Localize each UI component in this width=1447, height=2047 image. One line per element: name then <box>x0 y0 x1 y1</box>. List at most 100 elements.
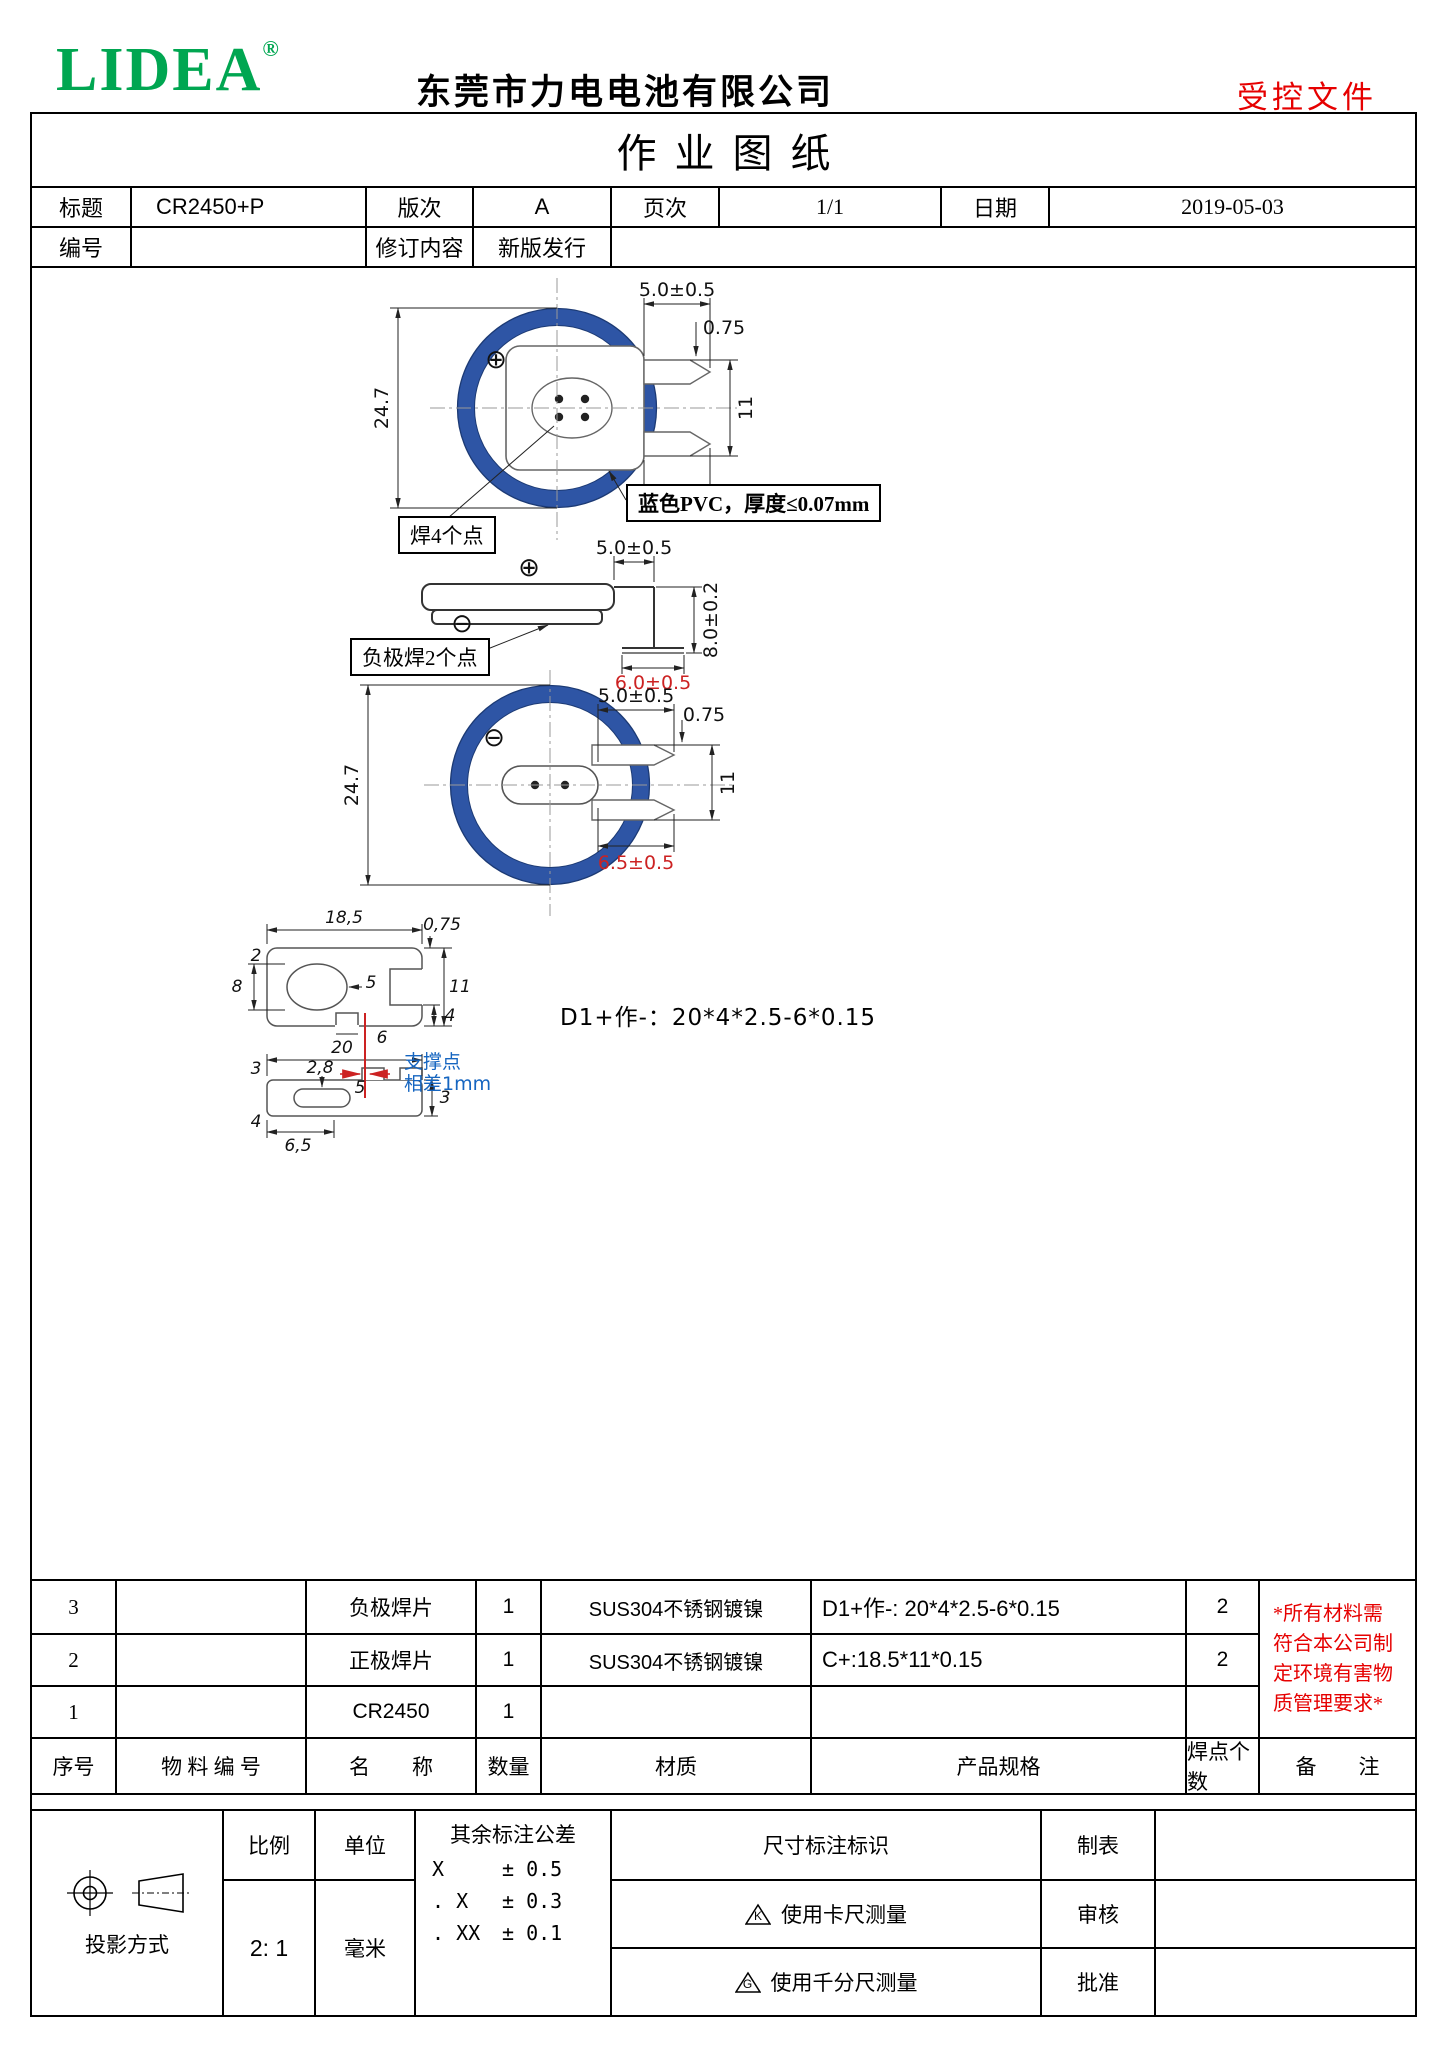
drawing-area: ⊕ 24.7 5.0±0.5 0.75 11 6.5±0.5 焊4个点 蓝色PV… <box>32 268 1415 1579</box>
support-note-line2: 相差1mm <box>404 1073 492 1095</box>
value-revision: 新版发行 <box>472 228 610 266</box>
label-number: 编号 <box>58 236 103 261</box>
bill-of-materials: 3 负极焊片 1 SUS304不锈钢镀镍 D1+作-: 20*4*2.5-6*0… <box>32 1579 1415 1795</box>
label-date: 日期 <box>940 188 1048 226</box>
bom-row1-qty: 1 <box>475 1685 540 1737</box>
tolerance-cell: 其余标注公差 X ± 0.5 . X ± 0.3 . XX ± 0.1 <box>414 1811 610 2015</box>
bom-header-no: 序号 <box>32 1737 115 1793</box>
tab-dim-4-top: 4 <box>444 1006 456 1026</box>
bom-header-code: 物 料 编 号 <box>115 1737 305 1793</box>
projection-cell: 投影方式 <box>32 1811 222 2015</box>
bom-row3-qty: 1 <box>475 1581 540 1633</box>
bom-row1-spec <box>810 1685 1185 1737</box>
tab-dim-6: 6 <box>376 1028 388 1048</box>
value-title: CR2450+P <box>130 188 365 226</box>
bom-row2-name: 正极焊片 <box>305 1633 475 1685</box>
caliper-mark-row: K 使用卡尺测量 <box>744 1899 907 1929</box>
dim-mark-caliper-cell: K 使用卡尺测量 <box>610 1879 1040 1947</box>
tab-dim-20: 20 <box>331 1038 353 1058</box>
tolerance-sym-x1: . X <box>432 1889 469 1913</box>
tab-dim-11: 11 <box>449 977 471 997</box>
bottom-view-dim-span: 11 <box>717 770 739 796</box>
bom-row1-welds <box>1185 1685 1258 1737</box>
title-info-row: 标题 CR2450+P 版次 A 页次 1/1 日期 2019-05-03 <box>32 188 1415 228</box>
bom-row2-material: SUS304不锈钢镀镍 <box>540 1633 810 1685</box>
tab-dim-6-5: 6,5 <box>284 1136 312 1156</box>
bom-row2-qty: 1 <box>475 1633 540 1685</box>
caliper-mark-label: 使用卡尺测量 <box>781 1903 907 1927</box>
bom-row3-spec: D1+作-: 20*4*2.5-6*0.15 <box>810 1581 1185 1633</box>
top-view-positive-icon: ⊕ <box>485 345 507 375</box>
tab-dim-5-top: 5 <box>365 973 377 993</box>
bom-row1-material <box>540 1685 810 1737</box>
bom-header-name: 名 称 <box>305 1737 475 1793</box>
unit-label: 单位 <box>314 1811 414 1879</box>
side-view-dim-height: 8.0±0.2 <box>700 581 722 659</box>
registered-mark-icon: ® <box>262 36 281 61</box>
dim-mark-micrometer-cell: G 使用千分尺测量 <box>610 1947 1040 2015</box>
label-revision: 修订内容 <box>365 228 472 266</box>
bom-row1-code <box>115 1685 305 1737</box>
bom-row3-name: 负极焊片 <box>305 1581 475 1633</box>
label-title: 标题 <box>58 196 103 221</box>
maker-label: 制表 <box>1040 1811 1154 1879</box>
value-version: A <box>472 188 610 226</box>
value-page: 1/1 <box>718 188 940 226</box>
bom-note: *所有材料需符合本公司制定环境有害物质管理要求* <box>1258 1581 1415 1737</box>
weld-four-points-text: 焊4个点 <box>410 524 484 548</box>
document-header: LIDEA® 东莞市力电电池有限公司 受控文件 <box>30 20 1417 116</box>
lidea-logo: LIDEA® <box>56 36 281 102</box>
negative-tab-spec: D1+作-：20*4*2.5-6*0.15 <box>560 1005 877 1031</box>
tab-dim-4-bottom: 4 <box>250 1112 262 1132</box>
projection-label: 投影方式 <box>85 1933 169 1957</box>
tolerance-val-x2: ± 0.1 <box>502 1921 563 1945</box>
side-view-negative-icon: ⊖ <box>451 609 473 639</box>
dim-mark-title: 尺寸标注标识 <box>610 1811 1040 1879</box>
weld-four-points-callout: 焊4个点 <box>398 516 496 554</box>
tab-dim-5-bottom: 5 <box>354 1078 366 1098</box>
bom-row3-no: 3 <box>68 1594 79 1619</box>
micrometer-triangle-icon: G <box>734 1971 761 1994</box>
bottom-view-negative-icon: ⊖ <box>483 723 505 753</box>
label-version: 版次 <box>365 188 472 226</box>
micrometer-mark-label: 使用千分尺测量 <box>770 1971 918 1995</box>
caliper-triangle-letter: K <box>753 1908 762 1923</box>
engineering-drawing-canvas <box>248 278 738 1138</box>
bom-row2-no: 2 <box>32 1633 115 1685</box>
drawing-sheet-frame: 作业图纸 标题 CR2450+P 版次 A 页次 1/1 日期 2019-05-… <box>30 112 1417 2017</box>
bom-row2-welds: 2 <box>1185 1633 1258 1685</box>
tolerance-val-x1: ± 0.3 <box>502 1889 563 1913</box>
title-block-footer: 投影方式 比例 2: 1 单位 毫米 其余标注公差 X± 0.5 . X± 0.… <box>32 1809 1415 2015</box>
maker-signature-cell <box>1154 1811 1415 1879</box>
tab-dim-width: 18,5 <box>325 908 363 928</box>
controlled-document-stamp: 受控文件 <box>1237 80 1377 115</box>
tolerance-title: 其余标注公差 <box>450 1823 576 1847</box>
projection-cone-icon <box>132 1873 190 1913</box>
unit-value: 毫米 <box>314 1879 414 2015</box>
pvc-callout-text: 蓝色PVC，厚度≤0.07mm <box>638 492 870 516</box>
revision-info-row: 编号 修订内容 新版发行 <box>32 228 1415 268</box>
company-name: 东莞市力电电池有限公司 <box>415 73 835 112</box>
tab-dim-2-8: 2,8 <box>306 1058 334 1078</box>
bottom-view-dim-tab: 5.0±0.5 <box>597 685 675 707</box>
tolerance-row-x: X ± 0.5 <box>432 1857 594 1881</box>
tab-dim-3-right: 3 <box>439 1088 451 1108</box>
value-number <box>130 228 365 266</box>
tolerance-sym-x2: . XX <box>432 1921 481 1945</box>
negative-weld-callout: 负极焊2个点 <box>350 638 490 676</box>
label-page: 页次 <box>610 188 718 226</box>
tolerance-val-x: ± 0.5 <box>502 1857 563 1881</box>
bom-header-remark: 备 注 <box>1258 1737 1415 1793</box>
bom-row3-welds: 2 <box>1185 1581 1258 1633</box>
approver-label: 批准 <box>1040 1947 1154 2015</box>
bom-row1-no: 1 <box>32 1685 115 1737</box>
tolerance-sym-x: X <box>432 1857 445 1881</box>
bom-header-material: 材质 <box>540 1737 810 1793</box>
bom-header-qty: 数量 <box>475 1737 540 1793</box>
bom-row2-code <box>115 1633 305 1685</box>
bom-row2-spec: C+:18.5*11*0.15 <box>810 1633 1185 1685</box>
projection-symbols <box>64 1867 190 1919</box>
checker-signature-cell <box>1154 1879 1415 1947</box>
table-gap <box>32 1795 1415 1809</box>
